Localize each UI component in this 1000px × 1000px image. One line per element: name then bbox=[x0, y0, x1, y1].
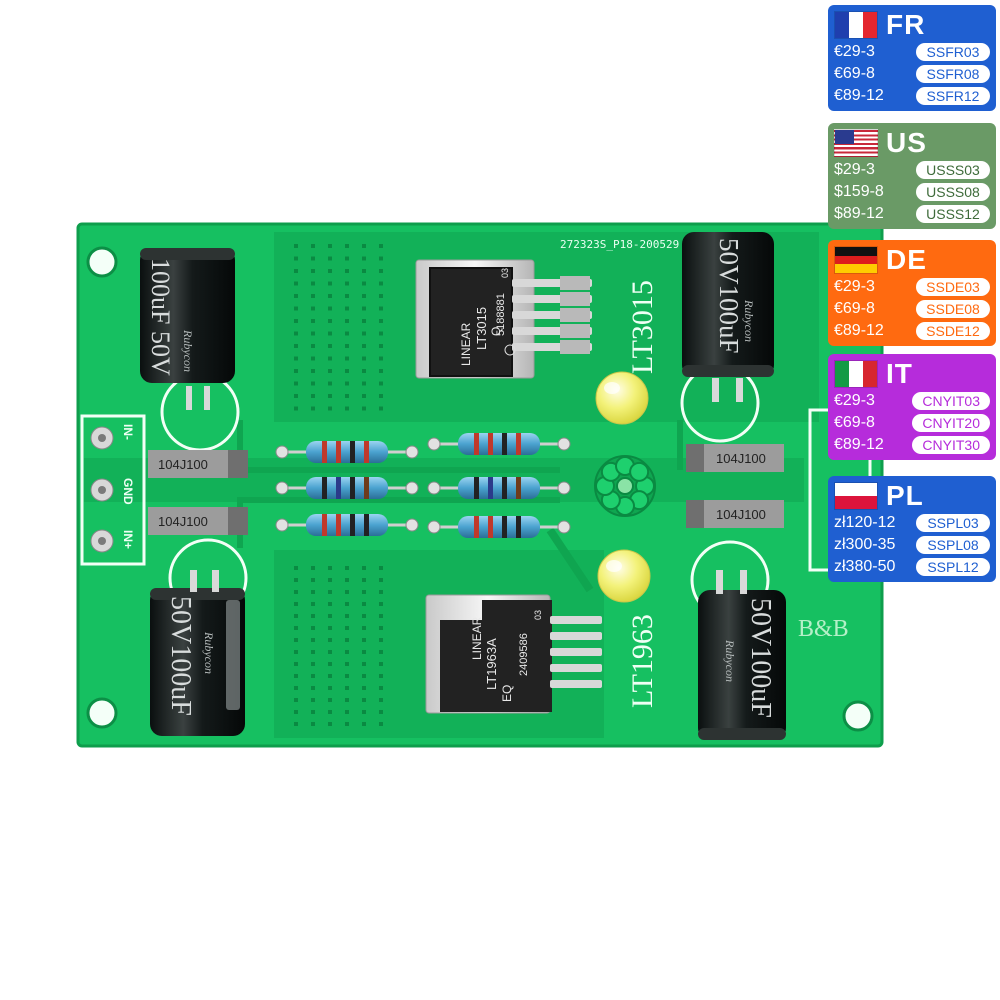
resistor-array bbox=[275, 433, 571, 538]
promo-code: SSDE03 bbox=[916, 278, 990, 296]
promo-code: USSS03 bbox=[916, 161, 990, 179]
promo-code: SSFR12 bbox=[916, 87, 990, 105]
promo-code: SSPL08 bbox=[916, 536, 990, 554]
svg-text:03: 03 bbox=[500, 268, 510, 278]
promo-code: SSFR08 bbox=[916, 65, 990, 83]
promo-card-pl: PL zł120-12 SSPL03 zł300-35 SSPL08 zł380-5… bbox=[828, 476, 996, 582]
svg-text:104J100: 104J100 bbox=[158, 457, 208, 472]
promo-price: €69-8 bbox=[834, 65, 875, 82]
svg-text:104J100: 104J100 bbox=[158, 514, 208, 529]
promo-price: $29-3 bbox=[834, 161, 875, 178]
svg-text:50V100uF: 50V100uF bbox=[165, 596, 196, 716]
via-array-top bbox=[294, 244, 383, 411]
promo-price: €89-12 bbox=[834, 87, 884, 104]
svg-text:104J100: 104J100 bbox=[716, 451, 766, 466]
maker-mark: B&B bbox=[798, 616, 849, 642]
promo-code: SSDE12 bbox=[916, 322, 990, 340]
promo-price: €89-12 bbox=[834, 436, 884, 453]
svg-text:IN+: IN+ bbox=[121, 530, 135, 549]
promo-code: CNYIT20 bbox=[912, 414, 990, 432]
promo-price: €29-3 bbox=[834, 392, 875, 409]
svg-text:IN-: IN- bbox=[121, 424, 135, 440]
promo-code: SSPL03 bbox=[916, 514, 990, 532]
svg-text:Rubycon: Rubycon bbox=[181, 329, 195, 372]
promo-price: zł120-12 bbox=[834, 514, 896, 531]
promo-code: CNYIT30 bbox=[912, 436, 990, 454]
promo-price: zł380-50 bbox=[834, 558, 896, 575]
svg-text:LINEAR: LINEAR bbox=[470, 616, 484, 660]
promo-country-code: IT bbox=[886, 358, 913, 389]
capacitor-bottom-right: 50V100uF Rubycon bbox=[698, 570, 786, 740]
svg-text:100uF 50V: 100uF 50V bbox=[146, 258, 175, 376]
promo-card-us: US $29-3 USSS03 $159-8 USSS08 $89-12 USSS12 bbox=[828, 123, 996, 229]
flag-italy-icon bbox=[834, 360, 878, 388]
pcb-code-label: 272323S_P18-200529 bbox=[560, 238, 679, 251]
regulator-ic-top: LINEAR LT3015 Q 5188881 03 bbox=[415, 259, 592, 379]
promo-price: €89-12 bbox=[834, 322, 884, 339]
input-terminal-block: IN- GND IN+ bbox=[80, 414, 146, 566]
promo-code: CNYIT03 bbox=[912, 392, 990, 410]
capacitor-top-right: 50V100uF Rubycon bbox=[682, 232, 774, 402]
promo-code: SSPL12 bbox=[916, 558, 990, 576]
promo-country-code: PL bbox=[886, 480, 924, 511]
promo-code: SSDE08 bbox=[916, 300, 990, 318]
promo-card-fr: FR €29-3 SSFR03 €69-8 SSFR08 €89-12 SSFR12 bbox=[828, 5, 996, 111]
regulator-top-label: LT3015 bbox=[626, 280, 659, 374]
regulator-bottom-label: LT1963 bbox=[626, 614, 659, 708]
svg-text:Rubycon: Rubycon bbox=[202, 631, 216, 674]
promo-country-code: FR bbox=[886, 9, 926, 40]
promo-price: €69-8 bbox=[834, 414, 875, 431]
star-ground-pad bbox=[594, 455, 656, 517]
flag-usa-icon bbox=[834, 129, 878, 157]
promo-code: USSS12 bbox=[916, 205, 990, 223]
promo-price: zł300-35 bbox=[834, 536, 896, 553]
svg-text:EQ: EQ bbox=[500, 685, 514, 702]
promo-country-code: DE bbox=[886, 244, 927, 275]
svg-text:104J100: 104J100 bbox=[716, 507, 766, 522]
svg-text:LT3015: LT3015 bbox=[474, 307, 489, 350]
svg-text:Rubycon: Rubycon bbox=[742, 299, 756, 342]
led-top bbox=[595, 371, 649, 425]
svg-text:50V100uF: 50V100uF bbox=[745, 598, 776, 718]
flag-france-icon bbox=[834, 11, 878, 39]
svg-text:5188881: 5188881 bbox=[495, 293, 507, 336]
svg-text:Q: Q bbox=[489, 327, 503, 336]
promo-price: €69-8 bbox=[834, 300, 875, 317]
film-capacitors: 104J100 104J100 104J100 104J100 bbox=[148, 444, 784, 535]
capacitor-bottom-left: 50V100uF Rubycon bbox=[150, 570, 245, 736]
svg-text:03: 03 bbox=[533, 610, 543, 620]
promo-code: USSS08 bbox=[916, 183, 990, 201]
svg-text:LT1963A: LT1963A bbox=[484, 638, 499, 690]
svg-text:LINEAR: LINEAR bbox=[459, 322, 473, 366]
svg-text:2409586: 2409586 bbox=[518, 633, 530, 676]
regulator-ic-bottom: LINEAR LT1963A EQ 2409586 03 bbox=[425, 594, 602, 714]
capacitor-top-left: 100uF 50V Rubycon bbox=[140, 248, 235, 410]
flag-germany-icon bbox=[834, 246, 878, 274]
promo-code: SSFR03 bbox=[916, 43, 990, 61]
svg-text:50V100uF: 50V100uF bbox=[714, 238, 744, 354]
svg-text:Rubycon: Rubycon bbox=[723, 639, 737, 682]
led-bottom bbox=[597, 549, 651, 603]
svg-text:GND: GND bbox=[121, 478, 135, 505]
via-array-bottom bbox=[294, 566, 383, 726]
promo-country-code: US bbox=[886, 127, 927, 158]
promo-card-de: DE €29-3 SSDE03 €69-8 SSDE08 €89-12 SSDE12 bbox=[828, 240, 996, 346]
promo-price: $89-12 bbox=[834, 205, 884, 222]
flag-poland-icon bbox=[834, 482, 878, 510]
promo-card-it: IT €29-3 CNYIT03 €69-8 CNYIT20 €89-12 CNYIT… bbox=[828, 354, 996, 460]
promo-price: $159-8 bbox=[834, 183, 884, 200]
promo-price: €29-3 bbox=[834, 278, 875, 295]
promo-price: €29-3 bbox=[834, 43, 875, 60]
